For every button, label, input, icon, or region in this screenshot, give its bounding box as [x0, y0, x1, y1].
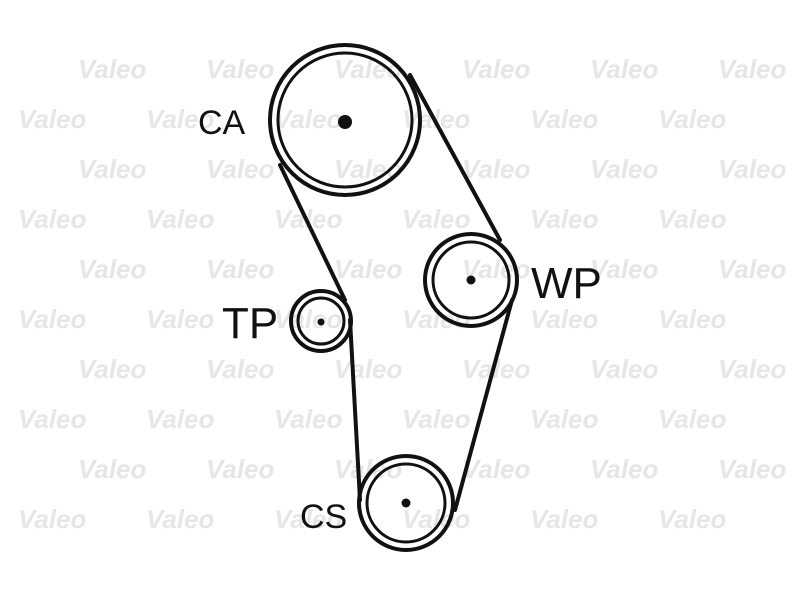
watermark-text: Valeo [530, 104, 599, 134]
timing-belt [278, 73, 514, 512]
pulley-tp-inner [296, 296, 346, 346]
watermark-text: Valeo [274, 104, 343, 134]
watermark-text: Valeo [590, 54, 659, 84]
watermark-text: Valeo [334, 354, 403, 384]
pulley-wp-hub [466, 275, 476, 285]
pulley-wp-inner [431, 240, 511, 320]
watermark-text: Valeo [146, 104, 215, 134]
label-wp: WP [531, 259, 602, 308]
watermark-text: Valeo [206, 354, 275, 384]
watermark-text: Valeo [206, 454, 275, 484]
watermark-text: Valeo [658, 504, 727, 534]
watermark-text: Valeo [18, 204, 87, 234]
watermark-text: Valeo [274, 404, 343, 434]
watermark-text: Valeo [402, 404, 471, 434]
pulley-ca-outer [268, 43, 422, 197]
watermark-text: Valeo [18, 104, 87, 134]
pulley-tp [289, 289, 353, 353]
belt-segment-cs-tp [348, 318, 362, 502]
watermark-text: Valeo [274, 304, 343, 334]
watermark-text: Valeo [718, 454, 787, 484]
watermark-text: Valeo [78, 154, 147, 184]
watermark-text: Valeo [146, 304, 215, 334]
watermark-text: Valeo [274, 504, 343, 534]
watermark-text: Valeo [206, 154, 275, 184]
pulley-ca-hub [338, 115, 352, 129]
watermark-text: Valeo [530, 504, 599, 534]
watermark-text: Valeo [658, 204, 727, 234]
watermark-text: Valeo [78, 254, 147, 284]
watermark-text: Valeo [530, 404, 599, 434]
watermark-text: Valeo [78, 454, 147, 484]
watermark-text: Valeo [274, 204, 343, 234]
pulley-cs-outer [357, 454, 455, 552]
watermark-text: Valeo [146, 504, 215, 534]
watermark-text: Valeo [206, 254, 275, 284]
pulley-cs-hub [401, 498, 411, 508]
watermark-text: Valeo [590, 454, 659, 484]
watermark-text: Valeo [78, 354, 147, 384]
pulley-wp-outer [423, 232, 519, 328]
watermark-text: Valeo [658, 304, 727, 334]
watermark-text: Valeo [590, 154, 659, 184]
watermark-text: Valeo [658, 404, 727, 434]
watermark-text: Valeo [530, 304, 599, 334]
pulley-tp-outer [289, 289, 353, 353]
watermark-text: Valeo [206, 54, 275, 84]
watermark-text: Valeo [462, 154, 531, 184]
belt-segment-ca-wp [408, 73, 502, 242]
pulley-wp [423, 232, 519, 328]
pulley-tp-hub [317, 318, 325, 326]
watermark-text: Valeo [334, 254, 403, 284]
label-ca: CA [198, 104, 246, 142]
pulley-cs-inner [365, 462, 447, 544]
watermark-text: Valeo [146, 404, 215, 434]
watermark-text: Valeo [402, 204, 471, 234]
watermark-text: Valeo [146, 204, 215, 234]
watermark-text: Valeo [718, 254, 787, 284]
watermark-text: Valeo [530, 204, 599, 234]
watermark-text: Valeo [462, 454, 531, 484]
watermark-text: Valeo [590, 254, 659, 284]
pulley-ca [268, 43, 422, 197]
label-cs: CS [300, 498, 347, 536]
pulley-ca-inner [276, 51, 414, 189]
belt-segment-tp-ca [278, 163, 347, 302]
watermark-text: Valeo [18, 304, 87, 334]
watermark-text: Valeo [462, 54, 531, 84]
watermark-text: Valeo [18, 404, 87, 434]
watermark-text: Valeo [18, 504, 87, 534]
belt-segment-wp-cs [453, 298, 514, 512]
watermark-text: Valeo [590, 354, 659, 384]
watermark-text: Valeo [718, 54, 787, 84]
pulley-cs [357, 454, 455, 552]
label-tp: TP [222, 299, 278, 348]
watermark-text: Valeo [658, 104, 727, 134]
watermark-text: Valeo [718, 154, 787, 184]
watermark-text: Valeo [78, 54, 147, 84]
watermark-text: Valeo [718, 354, 787, 384]
